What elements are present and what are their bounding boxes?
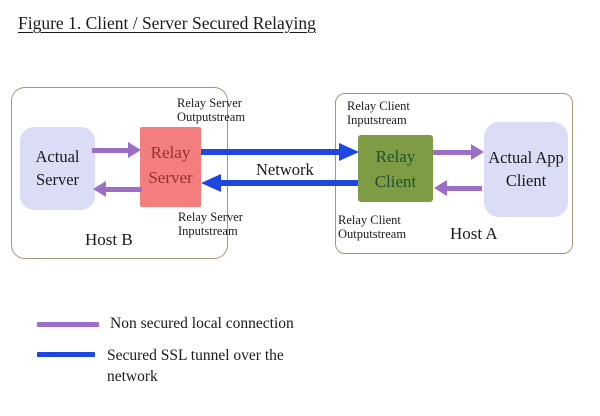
relay-server-node: Relay Server	[140, 127, 201, 207]
actual-app-client-label-line2: Client	[505, 171, 547, 190]
arrow-shaft	[433, 150, 471, 155]
label-relay-client-outputstream: Relay Client Outputstream	[338, 213, 406, 241]
label-relay-client-inputstream: Relay Client Inputstream	[347, 99, 410, 127]
legend-ssl-line-icon	[37, 352, 95, 357]
arrow-shaft	[106, 187, 142, 192]
arrow-head-right-icon	[128, 142, 141, 158]
stream-label-line1: Relay Server	[178, 210, 243, 224]
host-b-label: Host B	[85, 230, 133, 249]
arrow-shaft	[221, 180, 358, 186]
relay-server-label-line2: Server	[148, 168, 193, 187]
host-b-box	[11, 87, 228, 259]
actual-server-label-line1: Actual	[35, 147, 80, 166]
arrow-head-left-icon	[93, 181, 106, 197]
relay-client-label-line1: Relay	[375, 147, 416, 166]
arrow-head-right-icon	[339, 143, 359, 161]
arrow-head-left-icon	[201, 174, 221, 192]
stream-label-line2: Inputstream	[178, 224, 238, 238]
actual-server-label-line2: Server	[35, 170, 80, 189]
figure-title: Figure 1. Client / Server Secured Relayi…	[18, 13, 316, 33]
arrow-head-right-icon	[471, 144, 484, 160]
stream-label-line2: Outputstream	[177, 110, 246, 124]
relay-client-label-line2: Client	[374, 172, 417, 191]
stream-label-line1: Relay Client	[338, 213, 401, 227]
actual-app-client-node: Actual App Client	[484, 122, 568, 217]
relay-client-node: Relay Client	[358, 135, 433, 202]
arrow-head-left-icon	[434, 180, 447, 196]
host-a-label: Host A	[450, 224, 498, 243]
stream-label-line2: Inputstream	[347, 113, 407, 127]
actual-app-client-label-line1: Actual App	[488, 148, 564, 167]
label-relay-server-inputstream: Relay Server Inputstream	[178, 210, 243, 238]
arrow-shaft	[201, 149, 339, 155]
relay-server-label-line1: Relay	[150, 143, 191, 162]
legend-label-ssl: Secured SSL tunnel over the network	[107, 347, 284, 385]
actual-server-node: Actual Server	[20, 127, 95, 210]
host-a-box	[335, 93, 573, 254]
arrow-shaft	[92, 148, 128, 153]
legend-non-secured-line-icon	[37, 322, 99, 327]
stream-label-line1: Relay Server	[177, 96, 242, 110]
stream-label-line2: Outputstream	[338, 227, 407, 241]
arrow-shaft	[447, 186, 482, 191]
stream-label-line1: Relay Client	[347, 99, 410, 113]
label-relay-server-outputstream: Relay Server Outputstream	[177, 96, 245, 124]
network-label: Network	[256, 160, 314, 179]
legend-label-non-secured: Non secured local connection	[110, 315, 294, 332]
